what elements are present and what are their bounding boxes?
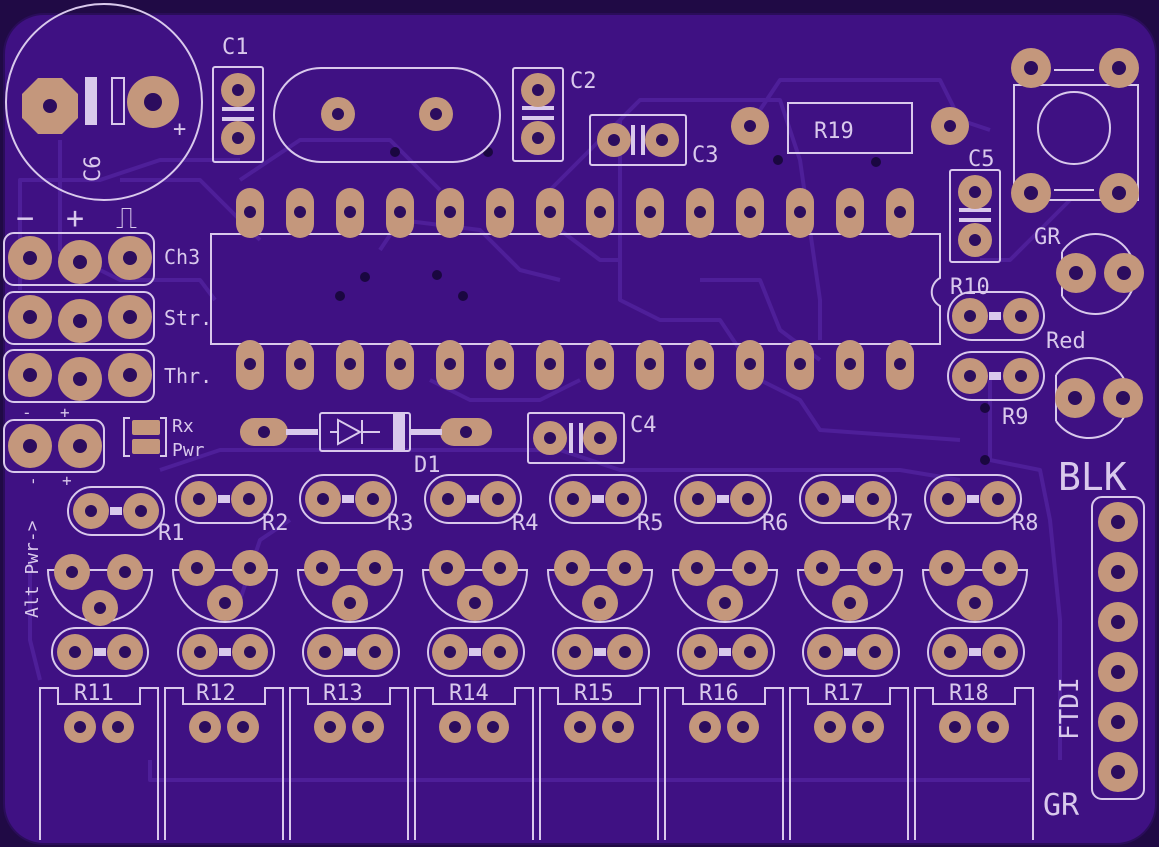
label-header-signal: ⎍ [116,201,137,236]
label-r19: R19 [814,119,854,144]
label-r12: R12 [196,681,236,706]
label-c6-plus: + [173,117,186,142]
label-c2: C2 [570,69,597,94]
transistor-outlines [46,569,1029,623]
label-alt-plus-top: + [60,403,70,422]
label-c1: C1 [222,35,249,60]
label-r3: R3 [387,511,414,536]
label-gr-bottom: GR [1043,788,1080,823]
label-pwr: Pwr [172,440,205,461]
label-r15: R15 [574,681,614,706]
label-c4: C4 [630,413,657,438]
label-alt-pwr: Alt Pwr-> [22,520,43,618]
label-r10: R10 [950,275,990,300]
label-d1: D1 [414,453,441,478]
label-r1: R1 [158,521,185,546]
label-r5: R5 [637,511,664,536]
label-ftdi: FTDI [1055,677,1085,740]
label-header-plus: + [66,201,84,236]
label-r6: R6 [762,511,789,536]
label-r2: R2 [262,511,289,536]
header-outlines [3,232,1145,800]
label-blk: BLK [1058,455,1127,499]
label-c3: C3 [692,143,719,168]
label-c6: C6 [81,156,106,183]
label-r7: R7 [887,511,914,536]
label-header-minus: − [16,201,34,236]
pad-bridges [94,312,1001,656]
label-r16: R16 [699,681,739,706]
label-r9: R9 [1002,405,1029,430]
label-r14: R14 [449,681,489,706]
cap-plates [222,106,991,453]
label-r17: R17 [824,681,864,706]
label-ch3: Ch3 [164,245,200,269]
label-alt-plus-bottom: + [62,471,72,490]
label-r11: R11 [74,681,114,706]
label-r8: R8 [1012,511,1039,536]
silkscreen-labels: C1 C2 C3 C4 C5 C6 + − + ⎍ Ch3 Str. Thr. … [16,35,1127,823]
label-r13: R13 [323,681,363,706]
label-thr: Thr. [164,364,212,388]
label-alt-minus-bottom: - [23,476,42,486]
label-led-gr: GR [1034,225,1061,250]
label-led-red: Red [1046,329,1086,354]
label-alt-minus-top: - [22,403,32,422]
drill-holes [23,61,1131,779]
label-str: Str. [164,306,212,330]
label-r4: R4 [512,511,539,536]
label-rx: Rx [172,416,194,437]
label-c5: C5 [968,147,995,172]
label-r18: R18 [949,681,989,706]
resistor-outlines [51,291,1045,677]
